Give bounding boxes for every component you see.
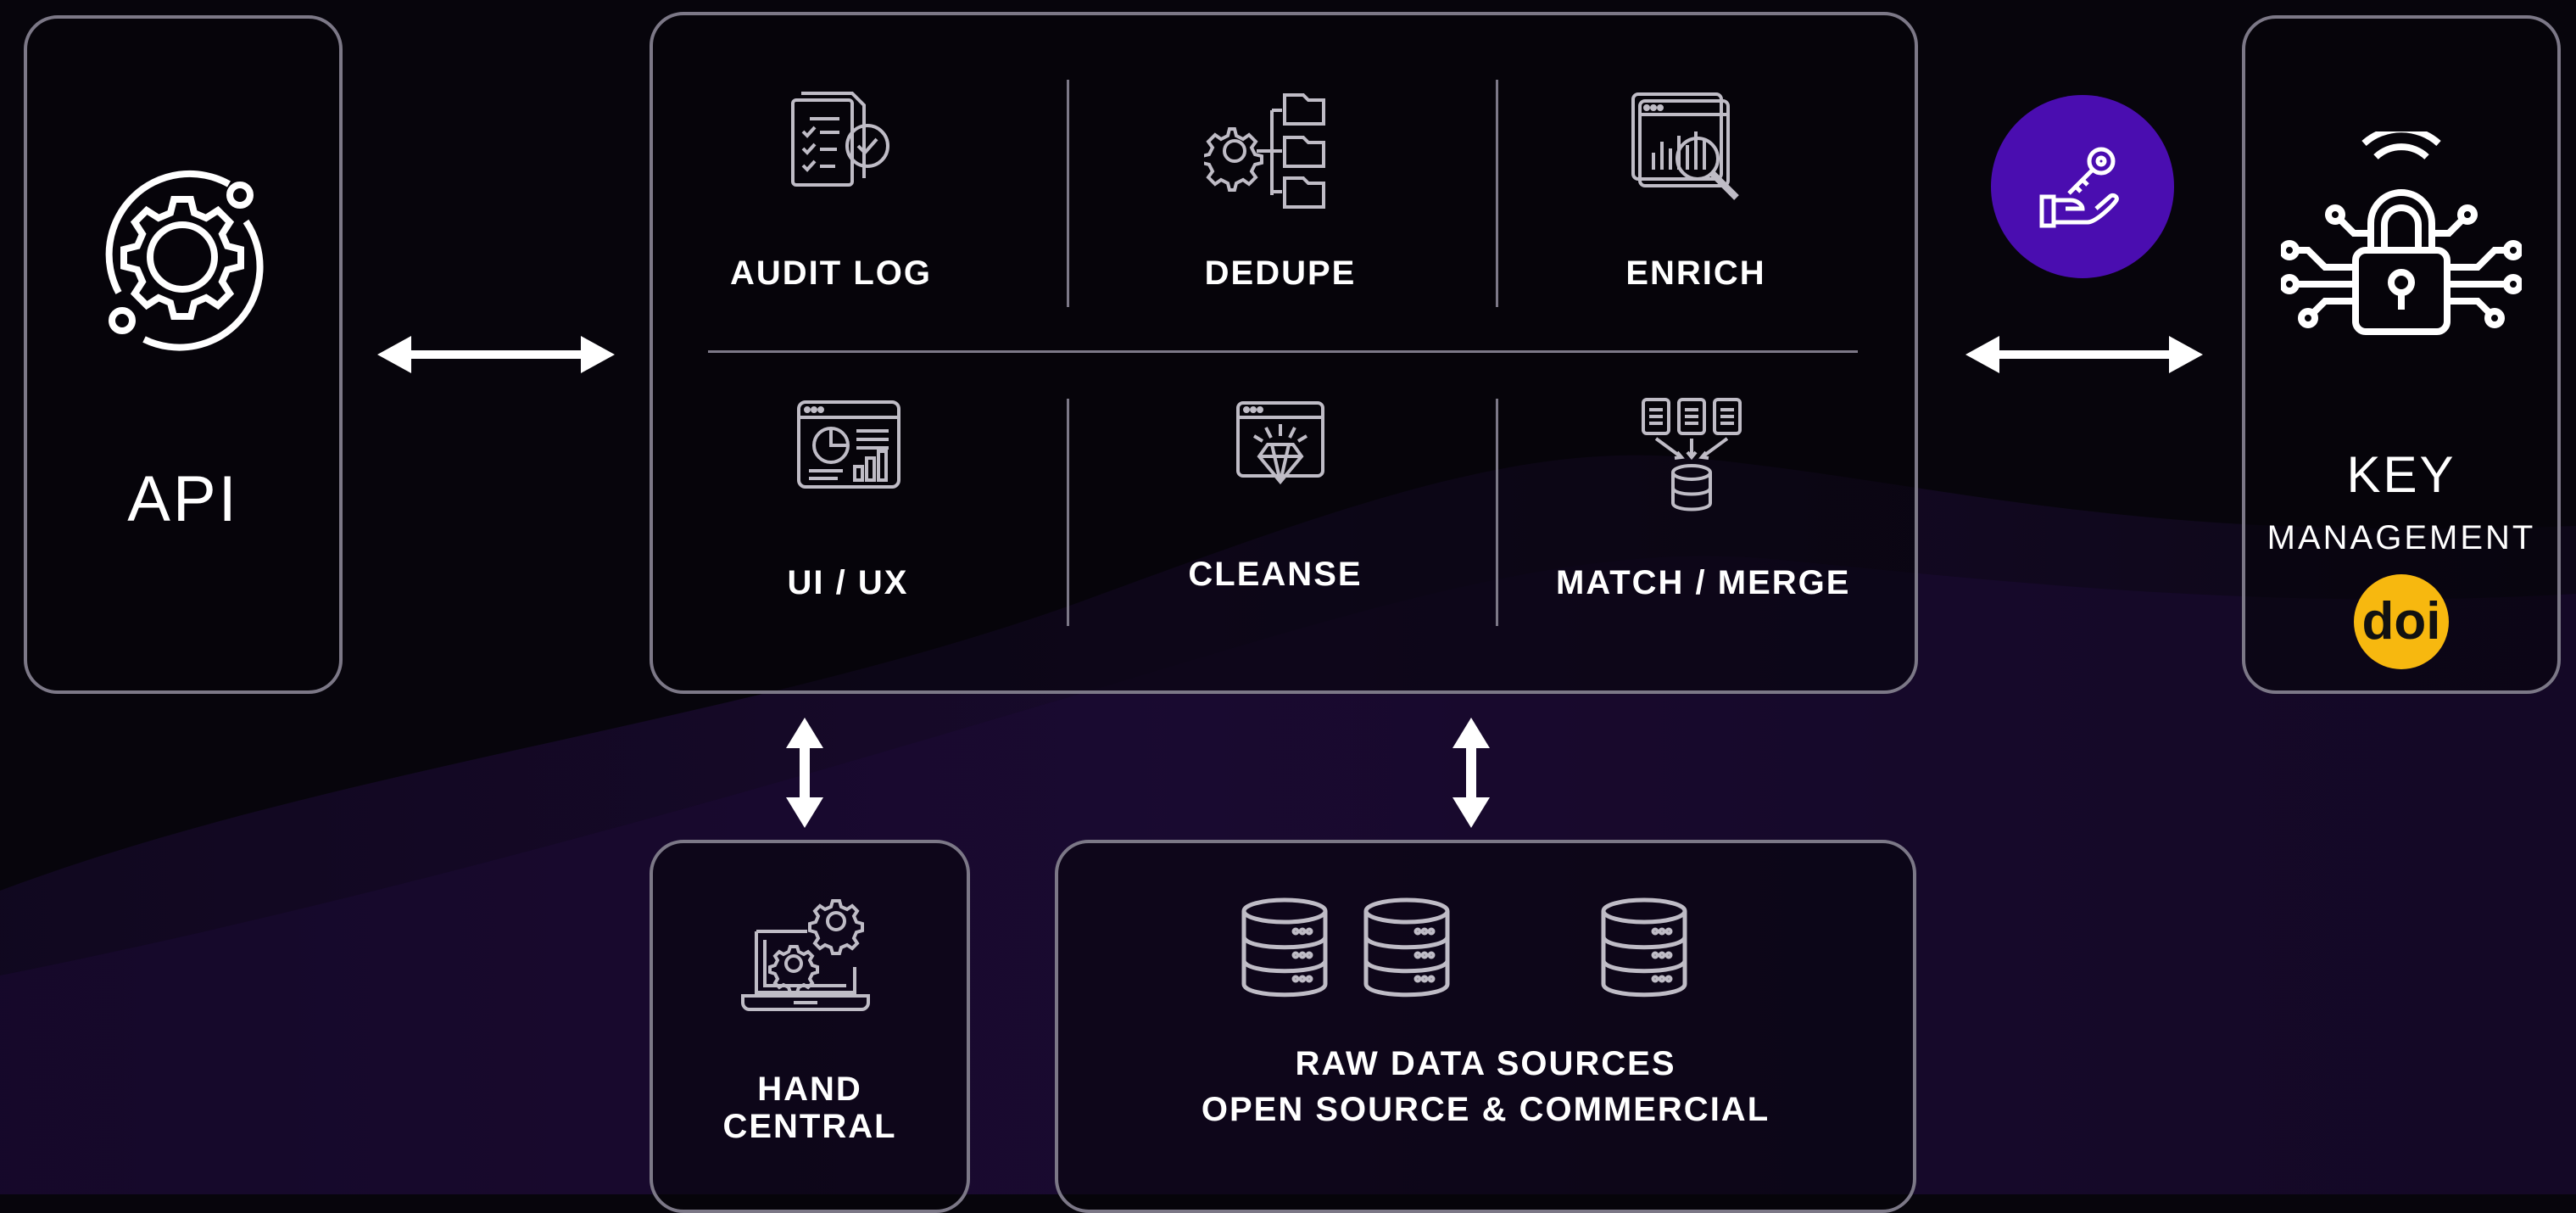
raw-data-sources-panel (1055, 840, 1916, 1213)
services-divider-horizontal (708, 350, 1858, 353)
api-bidirectional-arrow (377, 336, 615, 373)
api-label: API (127, 463, 239, 535)
match-merge-label: MATCH / MERGE (1556, 564, 1851, 601)
hand-central-line2: CENTRAL (722, 1108, 897, 1145)
ui-ux-label: UI / UX (787, 564, 909, 601)
services-divider-vertical (1496, 80, 1498, 307)
hand-key-icon (2039, 147, 2119, 228)
diamond-window-icon (1236, 401, 1324, 485)
management-label: MANAGEMENT (2267, 519, 2536, 556)
audit-log-label: AUDIT LOG (730, 254, 932, 292)
hand-central-line1: HAND (757, 1070, 862, 1108)
docs-merge-database-icon (1642, 398, 1742, 511)
enrich-label: ENRICH (1625, 254, 1766, 292)
api-panel (24, 15, 343, 694)
raw-data-sources-line1: RAW DATA SOURCES (1295, 1045, 1676, 1082)
database-icon (1601, 897, 1687, 998)
dashboard-icon (797, 400, 900, 489)
database-icon (1363, 897, 1450, 998)
cleanse-label: CLEANSE (1188, 556, 1363, 593)
key-label: KEY (2346, 446, 2456, 503)
services-divider-vertical (1496, 399, 1498, 626)
doi-badge (2354, 574, 2449, 669)
doi-badge-text: doi (2361, 592, 2441, 651)
hand-central-panel (650, 840, 970, 1213)
key-bidirectional-arrow (1965, 336, 2203, 373)
raw-data-sources-line2: OPEN SOURCE & COMMERCIAL (1201, 1091, 1770, 1128)
raw-sources-bidirectional-arrow (1452, 718, 1490, 828)
laptop-gears-icon (741, 899, 870, 1011)
dedupe-label: DEDUPE (1204, 254, 1357, 292)
audit-checklist-icon (791, 92, 889, 187)
services-divider-vertical (1067, 80, 1069, 307)
hand-central-bidirectional-arrow (786, 718, 823, 828)
chart-magnifier-icon (1631, 92, 1739, 200)
gear-files-icon (1204, 93, 1325, 209)
hand-key-badge (1991, 95, 2174, 278)
circuit-lock-icon (2281, 131, 2522, 335)
database-icon (1241, 897, 1328, 998)
services-divider-vertical (1067, 399, 1069, 626)
gear-orbit-icon (105, 170, 264, 351)
